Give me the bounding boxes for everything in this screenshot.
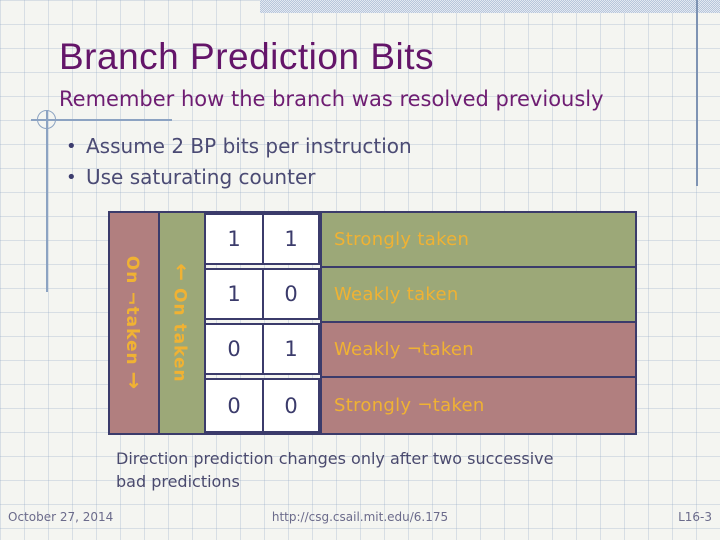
footer-date: October 27, 2014	[8, 510, 114, 524]
bit-cell: 1	[264, 323, 320, 375]
bit-cell: 1	[206, 213, 264, 265]
bit-cell: 0	[206, 378, 264, 433]
bullet-icon: •	[66, 167, 77, 188]
bit-cell: 0	[264, 268, 320, 320]
state-label-cell: Strongly taken	[320, 213, 635, 268]
top-band-decoration	[260, 0, 720, 13]
on-taken-text: On taken	[170, 288, 191, 383]
page-subtitle: Remember how the branch was resolved pre…	[59, 87, 604, 111]
bit-cell: 0	[264, 378, 320, 433]
bullet-icon: •	[66, 136, 77, 157]
note-line: Direction prediction changes only after …	[116, 449, 554, 468]
state-table: On ¬taken→ ←On taken 1 1 Strongly taken …	[108, 211, 637, 435]
bullet-item: • Assume 2 BP bits per instruction	[66, 131, 412, 162]
on-not-taken-label: On ¬taken →	[122, 256, 146, 390]
bullet-item: • Use saturating counter	[66, 162, 412, 193]
state-label-cell: Weakly taken	[320, 268, 635, 323]
right-edge-line-decoration	[696, 0, 698, 186]
on-taken-label: ← On taken	[170, 263, 194, 382]
divider-line-decoration	[31, 119, 172, 121]
circle-icon	[37, 110, 56, 129]
bit-cell: 1	[206, 268, 264, 320]
state-label-cell: Weakly ¬taken	[320, 323, 635, 378]
left-vertical-line-decoration	[46, 110, 48, 292]
down-arrow-icon: →	[122, 371, 146, 391]
up-arrow-icon: ←	[170, 263, 195, 283]
column-on-not-taken: On ¬taken →	[110, 213, 160, 433]
page-title: Branch Prediction Bits	[59, 36, 435, 77]
on-not-taken-text: On ¬taken	[122, 255, 142, 366]
bullet-list: • Assume 2 BP bits per instruction • Use…	[66, 131, 412, 193]
bullet-text: Use saturating counter	[86, 165, 316, 189]
footer-slide-number: L16-3	[678, 510, 712, 524]
bit-cell: 0	[206, 323, 264, 375]
footer-url: http://csg.csail.mit.edu/6.175	[271, 510, 449, 524]
state-label-cell: Strongly ¬taken	[320, 378, 635, 433]
column-on-taken: ← On taken	[160, 213, 206, 433]
footer: October 27, 2014 http://csg.csail.mit.ed…	[0, 510, 720, 530]
bit-cell: 1	[264, 213, 320, 265]
note-line: bad predictions	[116, 472, 240, 491]
note-text: Direction prediction changes only after …	[116, 447, 553, 493]
bullet-text: Assume 2 BP bits per instruction	[86, 134, 412, 158]
